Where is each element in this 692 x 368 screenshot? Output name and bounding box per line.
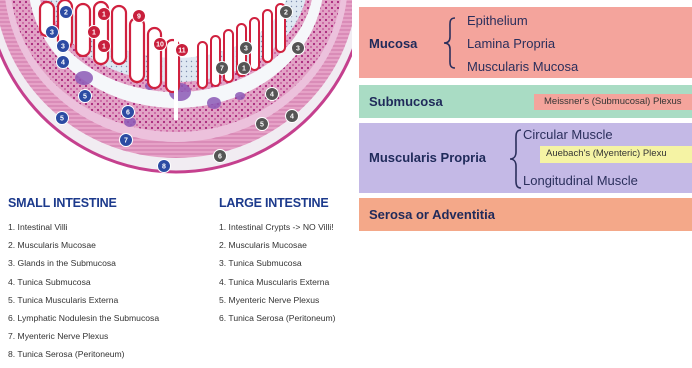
list-item: 5. Tunica Muscularis Externa [8,295,159,313]
svg-text:9: 9 [137,14,141,21]
muscularis-part-longitudinal: Longitudinal Muscle [523,173,638,188]
mucosa-panel: Mucosa Epithelium Lamina Propria Muscula… [359,7,692,78]
marker-15: 2 [280,6,293,19]
list-item: 2. Muscularis Mucosae [219,240,336,258]
svg-text:6: 6 [218,154,222,161]
marker-17: 7 [216,62,229,75]
marker-22: 4 [286,110,299,123]
muscularis-propria-panel: Muscularis Propria Circular Muscle Aueba… [359,123,692,193]
marker-6: 5 [56,112,69,125]
auerbach-plexus-tag: Auebach's (Myenteric) Plexu [540,146,692,163]
svg-text:1: 1 [242,66,246,73]
marker-11: 1 [88,26,101,39]
brace-icon [443,17,457,69]
list-item: 3. Tunica Submucosa [219,258,336,276]
list-item: 3. Glands in the Submucosa [8,258,159,276]
mucosa-label: Mucosa [369,36,417,51]
marker-1: 2 [60,6,73,19]
mucosa-part-lamina-propria: Lamina Propria [467,36,555,51]
svg-text:6: 6 [126,110,130,117]
marker-3: 3 [57,40,70,53]
marker-21: 5 [256,118,269,131]
marker-8: 7 [120,134,133,147]
marker-18: 1 [238,62,251,75]
marker-5: 5 [79,90,92,103]
muscularis-propria-label: Muscularis Propria [369,150,486,165]
large-intestine-legend: LARGE INTESTINE 1. Intestinal Crypts -> … [219,196,336,331]
small-intestine-heading: SMALL INTESTINE [8,196,159,210]
svg-text:2: 2 [284,10,288,17]
list-item: 7. Myenteric Nerve Plexus [8,331,159,349]
serosa-label: Serosa or Adventitia [369,207,495,222]
serosa-panel: Serosa or Adventitia [359,198,692,231]
muscularis-part-circular: Circular Muscle [523,127,613,142]
svg-text:5: 5 [260,122,264,129]
svg-text:4: 4 [270,92,274,99]
marker-4: 4 [57,56,70,69]
marker-12: 1 [98,40,111,53]
marker-24: 8 [158,160,171,173]
mucosa-part-muscularis-mucosa: Muscularis Mucosa [467,59,578,74]
svg-text:10: 10 [156,42,164,49]
svg-text:4: 4 [61,60,65,67]
svg-text:11: 11 [178,48,186,55]
svg-text:2: 2 [64,10,68,17]
marker-2: 3 [46,26,59,39]
brace-icon [509,129,523,189]
svg-text:7: 7 [124,138,128,145]
marker-7: 6 [122,106,135,119]
submucosa-label: Submucosa [369,94,443,109]
svg-text:5: 5 [83,94,87,101]
list-item: 4. Tunica Submucosa [8,277,159,295]
small-intestine-legend: SMALL INTESTINE 1. Intestinal Villi 2. M… [8,196,159,368]
marker-20: 4 [266,88,279,101]
svg-text:1: 1 [102,44,106,51]
submucosa-panel: Submucosa Meissner's (Submucosal) Plexus [359,85,692,118]
svg-text:3: 3 [244,46,248,53]
list-item: 8. Tunica Serosa (Peritoneum) [8,349,159,367]
list-item: 1. Intestinal Villi [8,222,159,240]
svg-text:7: 7 [220,66,224,73]
svg-text:3: 3 [61,44,65,51]
intestine-cross-section-diagram: 2 3 3 4 5 5 6 7 1 9 1 1 10 11 2 3 7 1 3 … [0,0,352,185]
marker-10: 9 [133,10,146,23]
svg-text:5: 5 [60,116,64,123]
svg-text:4: 4 [290,114,294,121]
meissner-plexus-tag: Meissner's (Submucosal) Plexus [534,94,692,110]
marker-23: 6 [214,150,227,163]
marker-14: 11 [176,44,189,57]
list-item: 1. Intestinal Crypts -> NO Villi! [219,222,336,240]
svg-text:8: 8 [162,164,166,171]
marker-19: 3 [240,42,253,55]
meissner-plexus-text: Meissner's (Submucosal) Plexus [544,96,682,107]
list-item: 6. Tunica Serosa (Peritoneum) [219,313,336,331]
marker-16: 3 [292,42,305,55]
svg-text:1: 1 [92,30,96,37]
list-item: 4. Tunica Muscularis Externa [219,277,336,295]
marker-9: 1 [98,8,111,21]
marker-13: 10 [154,38,167,51]
svg-text:3: 3 [50,30,54,37]
list-item: 6. Lymphatic Nodulesin the Submucosa [8,313,159,331]
list-item: 2. Muscularis Mucosae [8,240,159,258]
svg-text:3: 3 [296,46,300,53]
large-intestine-heading: LARGE INTESTINE [219,196,336,210]
list-item: 5. Myenteric Nerve Plexus [219,295,336,313]
mucosa-part-epithelium: Epithelium [467,13,528,28]
svg-text:1: 1 [102,12,106,19]
auerbach-plexus-text: Auebach's (Myenteric) Plexu [546,148,667,159]
